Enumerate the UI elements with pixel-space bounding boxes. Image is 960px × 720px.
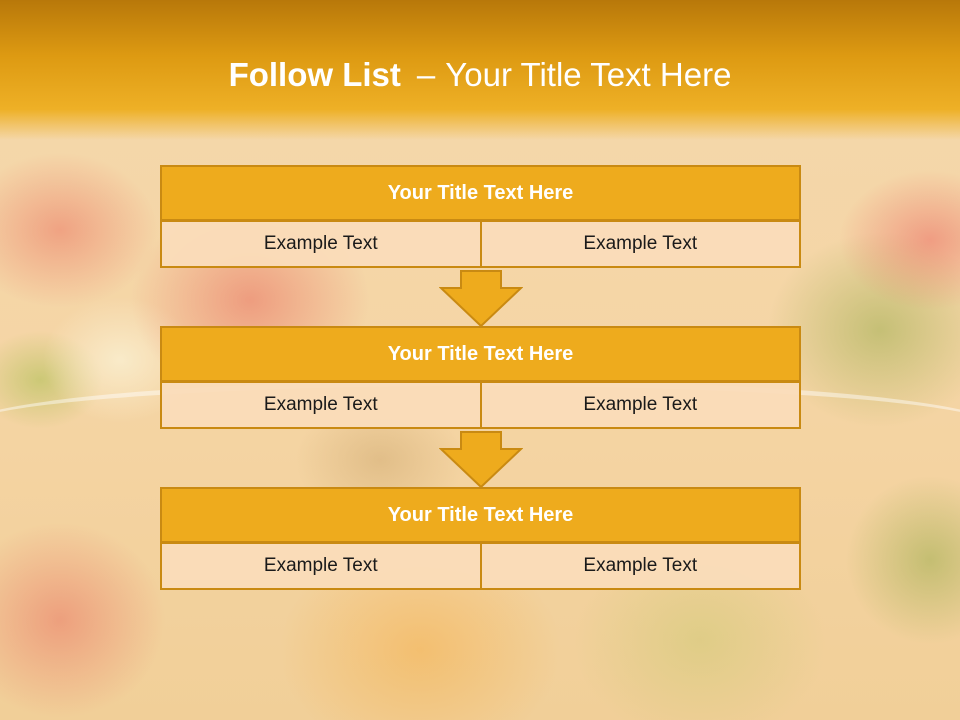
step-cell-right[interactable]: Example Text: [479, 381, 801, 429]
step-cell-left[interactable]: Example Text: [160, 220, 482, 268]
step-title[interactable]: Your Title Text Here: [160, 165, 801, 221]
down-arrow-icon: [439, 431, 523, 489]
slide-title: Follow List–Your Title Text Here: [0, 56, 960, 94]
step-row: Example Text Example Text: [160, 381, 801, 429]
step-block-2: Your Title Text Here Example Text Exampl…: [160, 326, 801, 429]
step-cell-right[interactable]: Example Text: [479, 542, 801, 590]
header-bar: [0, 0, 960, 140]
step-cell-right[interactable]: Example Text: [479, 220, 801, 268]
step-row: Example Text Example Text: [160, 220, 801, 268]
title-rest: Your Title Text Here: [445, 56, 732, 93]
title-bold: Follow List: [228, 56, 401, 93]
step-title[interactable]: Your Title Text Here: [160, 326, 801, 382]
step-block-3: Your Title Text Here Example Text Exampl…: [160, 487, 801, 590]
step-row: Example Text Example Text: [160, 542, 801, 590]
step-block-1: Your Title Text Here Example Text Exampl…: [160, 165, 801, 268]
down-arrow-icon: [439, 270, 523, 328]
step-cell-left[interactable]: Example Text: [160, 542, 482, 590]
step-cell-left[interactable]: Example Text: [160, 381, 482, 429]
title-separator: –: [416, 56, 436, 93]
step-title[interactable]: Your Title Text Here: [160, 487, 801, 543]
